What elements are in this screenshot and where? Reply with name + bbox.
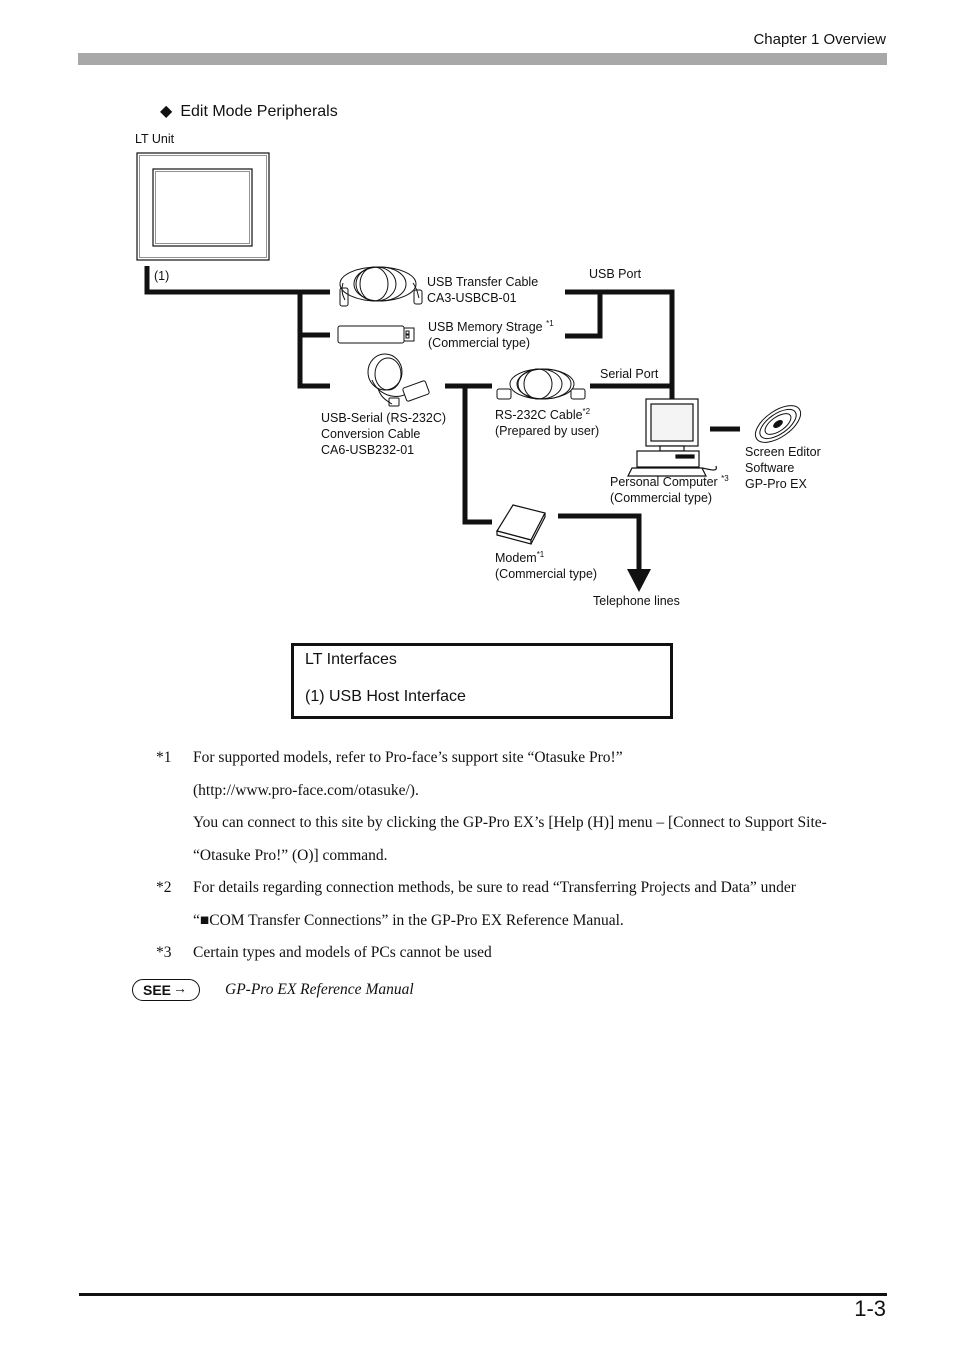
footnote-text: Certain types and models of PCs cannot b… bbox=[193, 944, 492, 961]
usb-port-label: USB Port bbox=[589, 267, 642, 281]
arrow-right-icon: → bbox=[173, 980, 187, 996]
see-reference-badge[interactable]: SEE → bbox=[132, 979, 200, 1001]
reference-manual-link[interactable]: GP-Pro EX Reference Manual bbox=[225, 981, 414, 998]
rs232c-name: RS-232C Cable bbox=[495, 408, 583, 422]
serial-port-label: Serial Port bbox=[600, 367, 659, 381]
modem-footnote: *1 bbox=[536, 550, 545, 559]
usb-memory-footnote: *1 bbox=[546, 319, 554, 328]
usb-serial-cable-label: USB-Serial (RS-232C) Conversion Cable CA… bbox=[321, 411, 447, 457]
footnote-text: “■COM Transfer Connections” in the GP-Pr… bbox=[193, 911, 624, 929]
page-number: 1-3 bbox=[854, 1296, 886, 1321]
footnote-text: (http://www.pro-face.com/otasuke/). bbox=[193, 781, 419, 799]
footnote-number: *3 bbox=[156, 944, 172, 961]
usb-transfer-cable-label: USB Transfer Cable CA3-USBCB-01 bbox=[427, 275, 539, 305]
footnote-row: You can connect to this site by clicking… bbox=[156, 811, 886, 844]
footnote-number: *2 bbox=[156, 879, 172, 896]
usb-serial-cable-icon bbox=[367, 353, 430, 407]
modem-label: Modem*1 (Commercial type) bbox=[495, 550, 597, 582]
rs232c-footnote: *2 bbox=[582, 407, 591, 416]
rs232c-cable-icon bbox=[496, 368, 586, 400]
pc-type: (Commercial type) bbox=[610, 491, 713, 505]
screen-editor-label: Screen Editor Software GP-Pro EX bbox=[745, 445, 821, 491]
cd-rom-icon bbox=[754, 405, 802, 443]
footnote-row: *3 Certain types and models of PCs cannot… bbox=[156, 941, 886, 974]
lt-unit-icon bbox=[136, 152, 270, 261]
chapter-title: Chapter 1 Overview bbox=[753, 31, 886, 48]
section-title: ◆ Edit Mode Peripherals bbox=[160, 101, 338, 121]
footnote-text: “Otasuke Pro!” (O)] command. bbox=[193, 846, 388, 864]
personal-computer-label: Personal Computer *3 (Commercial type) bbox=[610, 474, 729, 506]
lt-interfaces-box: LT Interfaces (1) USB Host Interface bbox=[291, 643, 673, 719]
telephone-arrow-icon bbox=[627, 569, 651, 592]
rs232c-cable-label: RS-232C Cable*2 (Prepared by user) bbox=[495, 407, 599, 439]
footnote-row: *1 For supported models, refer to Pro-fac… bbox=[156, 746, 886, 779]
header-bar bbox=[78, 53, 887, 65]
section-title-text: Edit Mode Peripherals bbox=[180, 103, 338, 120]
usb-memory-icon bbox=[337, 325, 415, 344]
pc-name: Personal Computer bbox=[610, 475, 722, 489]
connection-diagram bbox=[136, 152, 802, 592]
pc-footnote: *3 bbox=[721, 474, 729, 483]
footer-rule bbox=[79, 1293, 887, 1296]
diamond-bullet-icon: ◆ bbox=[160, 103, 173, 120]
usb-memory-label: USB Memory Strage *1 (Commercial type) bbox=[428, 319, 554, 351]
footnote-text: For details regarding connection methods… bbox=[193, 879, 796, 896]
footnote-row: (http://www.pro-face.com/otasuke/). bbox=[156, 779, 886, 812]
usb-memory-name: USB Memory Strage bbox=[428, 320, 547, 334]
modem-name: Modem bbox=[495, 551, 537, 565]
footnote-text: You can connect to this site by clicking… bbox=[193, 814, 827, 831]
footnote-number: *1 bbox=[156, 749, 172, 766]
footnote-row: “Otasuke Pro!” (O)] command. bbox=[156, 844, 886, 877]
modem-icon bbox=[496, 504, 546, 545]
usb-transfer-cable-icon bbox=[339, 266, 423, 307]
footnote-text: For supported models, refer to Pro-face’… bbox=[193, 749, 623, 766]
usb-memory-type: (Commercial type) bbox=[428, 336, 531, 350]
see-badge-label: SEE bbox=[143, 982, 172, 998]
connection-lines bbox=[144, 266, 740, 575]
telephone-lines-label: Telephone lines bbox=[593, 594, 680, 608]
rs232c-type: (Prepared by user) bbox=[495, 424, 600, 438]
lt-unit-label: LT Unit bbox=[135, 132, 175, 146]
footnote-row: “■COM Transfer Connections” in the GP-Pr… bbox=[156, 909, 886, 942]
port-1-label: (1) bbox=[154, 269, 170, 283]
interfaces-title: LT Interfaces bbox=[305, 651, 397, 668]
interface-item-usb-host: (1) USB Host Interface bbox=[305, 688, 466, 705]
modem-type: (Commercial type) bbox=[495, 567, 598, 581]
personal-computer-icon bbox=[627, 398, 717, 477]
footnote-row: *2 For details regarding connection metho… bbox=[156, 876, 886, 909]
footnotes: *1 For supported models, refer to Pro-fac… bbox=[156, 746, 886, 974]
